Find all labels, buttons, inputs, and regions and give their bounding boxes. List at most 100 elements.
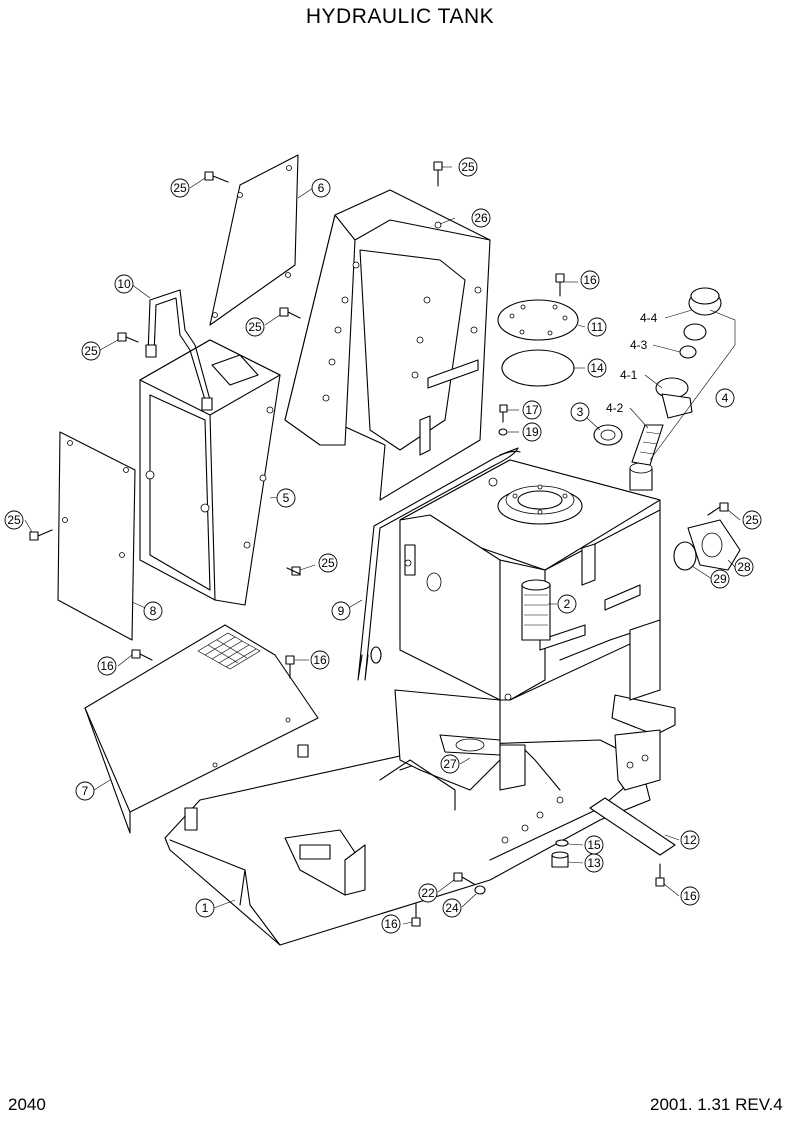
leader-lines — [24, 166, 741, 925]
bolt-25 — [117, 332, 139, 343]
callout-16: 16 — [680, 886, 700, 906]
callout-5: 5 — [276, 488, 296, 508]
part-3-plug — [593, 424, 623, 446]
bolt-25 — [433, 161, 443, 187]
svg-text:16: 16 — [313, 653, 327, 667]
bolt-17 — [499, 404, 508, 423]
callout-16: 16 — [381, 914, 401, 934]
part-26-tank-cover — [284, 189, 491, 501]
svg-text:25: 25 — [745, 513, 759, 527]
callout-14: 14 — [587, 358, 607, 378]
svg-text:3: 3 — [577, 405, 584, 419]
callout-29: 29 — [710, 569, 730, 589]
callout-9: 9 — [331, 601, 351, 621]
svg-text:10: 10 — [117, 277, 131, 291]
svg-text:24: 24 — [445, 901, 459, 915]
callout-16: 16 — [97, 656, 117, 676]
bolt-16 — [555, 273, 565, 297]
bolts — [29, 161, 729, 927]
svg-text:8: 8 — [150, 604, 157, 618]
part-9-pipe — [357, 447, 521, 681]
bolt-22 — [453, 872, 475, 885]
part-11-flange — [497, 299, 579, 341]
label-4-3: 4-3 — [630, 338, 648, 352]
bolt-16 — [131, 649, 153, 661]
part-4-breather-assembly — [631, 287, 736, 466]
part-6-panel — [209, 154, 299, 326]
callout-25: 25 — [458, 157, 478, 177]
callout-19: 19 — [522, 422, 542, 442]
revision-date: 2001. 1.31 REV.4 — [650, 1095, 783, 1114]
callout-22: 22 — [418, 883, 438, 903]
svg-text:28: 28 — [737, 560, 751, 574]
bolt-16 — [411, 903, 421, 927]
svg-text:25: 25 — [7, 513, 21, 527]
svg-text:16: 16 — [583, 273, 597, 287]
callout-25: 25 — [318, 553, 338, 573]
callout-28: 28 — [734, 557, 754, 577]
callout-25: 25 — [170, 178, 190, 198]
callout-6: 6 — [311, 178, 331, 198]
svg-text:2: 2 — [564, 597, 571, 611]
label-4-1: 4-1 — [620, 368, 638, 382]
svg-text:12: 12 — [683, 833, 697, 847]
bolt-25 — [279, 307, 301, 319]
svg-text:7: 7 — [82, 784, 89, 798]
bolt-16 — [655, 863, 665, 887]
bolt-16 — [285, 655, 295, 679]
svg-text:25: 25 — [461, 160, 475, 174]
callout-24: 24 — [442, 898, 462, 918]
svg-text:22: 22 — [421, 886, 435, 900]
callout-11: 11 — [587, 317, 607, 337]
svg-text:6: 6 — [318, 181, 325, 195]
callout-26: 26 — [471, 208, 491, 228]
part-10-tube — [145, 289, 213, 411]
part-4-1-body — [655, 377, 693, 419]
callout-25: 25 — [4, 510, 24, 530]
part-4-3-element — [679, 323, 707, 359]
svg-text:13: 13 — [587, 856, 601, 870]
part-27-tank-support-frame — [379, 689, 526, 811]
part-1-base-frame — [164, 694, 676, 946]
svg-text:25: 25 — [321, 556, 335, 570]
svg-text:25: 25 — [248, 320, 262, 334]
part-7-floor-plate — [84, 624, 319, 834]
svg-text:14: 14 — [590, 361, 604, 375]
page-number: 2040 — [8, 1095, 46, 1114]
washer-24 — [474, 885, 486, 895]
callout-25: 25 — [81, 341, 101, 361]
callout-1: 1 — [195, 898, 215, 918]
grating-pattern — [197, 632, 261, 670]
bolt-25 — [204, 171, 229, 183]
callout-17: 17 — [522, 400, 542, 420]
label-4-4: 4-4 — [640, 311, 658, 325]
svg-text:16: 16 — [683, 889, 697, 903]
part-5-side-cover — [139, 339, 281, 606]
callout-7: 7 — [75, 781, 95, 801]
svg-text:29: 29 — [713, 572, 727, 586]
callout-25: 25 — [245, 317, 265, 337]
part-28-cover — [687, 519, 741, 571]
part-12-plate — [589, 797, 676, 856]
part-4-2-strainer — [631, 424, 664, 466]
part-13-drain-plug — [551, 851, 569, 868]
svg-text:26: 26 — [474, 211, 488, 225]
callout-3: 3 — [570, 402, 590, 422]
svg-text:15: 15 — [587, 838, 601, 852]
bolt-25 — [286, 566, 301, 576]
washer-19 — [498, 428, 508, 436]
bolt-25 — [29, 529, 53, 541]
part-14-o-ring — [501, 349, 575, 387]
svg-text:4: 4 — [722, 391, 729, 405]
part-15-seal — [555, 839, 569, 847]
svg-text:11: 11 — [591, 320, 604, 334]
label-4-2: 4-2 — [606, 401, 624, 415]
svg-text:16: 16 — [384, 917, 398, 931]
svg-text:19: 19 — [525, 425, 539, 439]
callout-16: 16 — [580, 270, 600, 290]
callout-27: 27 — [440, 754, 460, 774]
callout-4: 4 — [715, 388, 735, 408]
part-4-4-cap — [688, 287, 722, 316]
callout-2: 2 — [557, 594, 577, 614]
